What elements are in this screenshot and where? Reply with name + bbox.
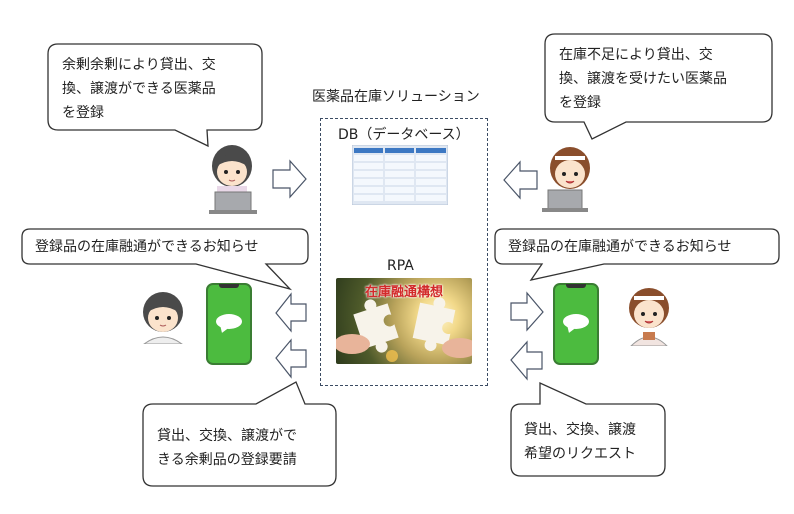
rpa-image-caption: 在庫融通構想 bbox=[364, 285, 443, 300]
arrow-left-notify-lower bbox=[275, 338, 307, 379]
arrow-left-to-db bbox=[503, 160, 538, 200]
solution-boundary bbox=[320, 118, 488, 386]
solution-title: 医薬品在庫ソリューション bbox=[312, 89, 480, 105]
phone-notch bbox=[566, 284, 586, 288]
phone-notch bbox=[219, 284, 239, 288]
arrow-right-to-db bbox=[272, 159, 307, 199]
right-smartphone-icon bbox=[553, 283, 599, 365]
male-pharmacist-laptop-icon bbox=[209, 145, 257, 214]
female-pharmacist-laptop-icon bbox=[542, 147, 590, 212]
left-smartphone-icon bbox=[206, 283, 252, 365]
bubble-bottom-left-text: 貸出、交換、譲渡がで きる余剰品の登録要請 bbox=[157, 428, 297, 468]
message-bubble-icon bbox=[563, 314, 589, 329]
bubble-mid-right-text: 登録品の在庫融通ができるお知らせ bbox=[508, 239, 732, 255]
female-pharmacist-icon bbox=[629, 288, 669, 346]
bubble-top-right-text: 在庫不足により貸出、交 換、譲渡を受けたい医薬品 を登録 bbox=[559, 47, 727, 111]
male-pharmacist-icon bbox=[143, 292, 183, 344]
rpa-label: RPA bbox=[387, 258, 414, 274]
db-label: DB（データベース） bbox=[338, 127, 470, 143]
rpa-puzzle-image: 在庫融通構想 bbox=[336, 278, 472, 364]
bubble-mid-left-text: 登録品の在庫融通ができるお知らせ bbox=[35, 239, 259, 255]
arrow-left-request bbox=[510, 340, 543, 381]
puzzle-pieces-icon bbox=[336, 297, 472, 362]
bubble-bottom-right-text: 貸出、交換、譲渡 希望のリクエスト bbox=[524, 422, 636, 462]
arrow-right-notify bbox=[510, 291, 544, 332]
bubble-top-left-text: 余剰余剰により貸出、交 換、譲渡ができる医薬品 を登録 bbox=[62, 57, 216, 121]
database-table-icon bbox=[352, 145, 448, 205]
arrow-left-notify-upper bbox=[275, 292, 307, 333]
message-bubble-icon bbox=[216, 314, 242, 329]
